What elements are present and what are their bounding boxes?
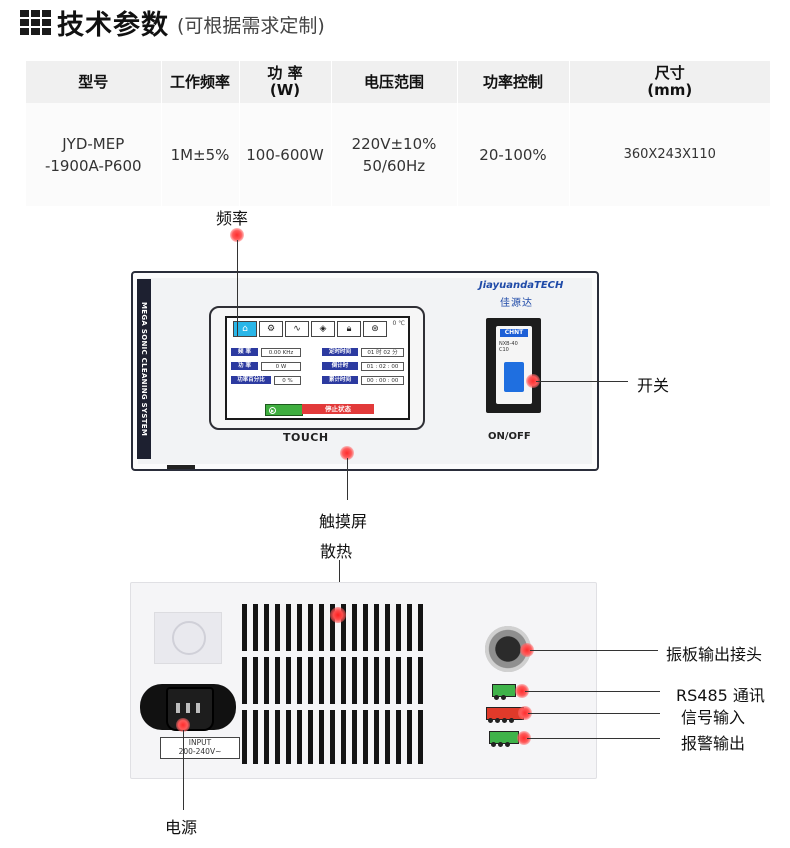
touch-screen-bezel: ⌂ ⚙ ∿ ◈ 🔒︎ ⊛ 0 ℃ 频 率 0.00 KHz 定时时间 01 时 … bbox=[209, 306, 425, 430]
front-foot bbox=[167, 465, 195, 469]
callout-touch-screen: 触摸屏 bbox=[319, 512, 368, 531]
onoff-label: ON/OFF bbox=[488, 431, 531, 442]
touch-label: TOUCH bbox=[283, 431, 329, 444]
vent-divider bbox=[242, 704, 429, 710]
front-panel: MEGA SONIC CLEANING SYSTEM ⌂ ⚙ ∿ ◈ 🔒︎ ⊛ … bbox=[131, 271, 599, 471]
screen-value[interactable]: 01 时 02 分 bbox=[361, 348, 404, 357]
power-switch-toggle[interactable] bbox=[504, 362, 524, 392]
callout-transducer-line bbox=[530, 650, 658, 651]
screen-icon-bar: ⌂ ⚙ ∿ ◈ 🔒︎ ⊛ bbox=[233, 321, 389, 337]
callout-alarm-marker bbox=[517, 731, 531, 745]
stop-status-button[interactable]: 停止状态 bbox=[302, 404, 374, 414]
screen-label: 功率百分比 bbox=[231, 376, 271, 384]
front-side-strip: MEGA SONIC CLEANING SYSTEM bbox=[137, 279, 151, 459]
callout-rs485-line bbox=[525, 691, 660, 692]
circuit-breaker: CHNT NXB-40 C10 bbox=[496, 326, 532, 404]
callout-signal-input: 信号输入 bbox=[681, 708, 746, 727]
play-icon: ▶ bbox=[269, 407, 276, 414]
screen-value: 0.00 KHz bbox=[261, 348, 301, 357]
cell-power-control: 20-100% bbox=[457, 103, 570, 206]
vent-divider bbox=[242, 651, 429, 657]
screen-row-power: 功 率 0 W 倒计时 01 : 02 : 00 bbox=[227, 362, 408, 371]
screen-row-frequency: 频 率 0.00 KHz 定时时间 01 时 02 分 bbox=[227, 348, 408, 357]
callout-frequency-marker bbox=[230, 228, 244, 242]
screen-label: 定时时间 bbox=[322, 348, 358, 356]
callout-rs485-marker bbox=[515, 684, 529, 698]
rear-panel: INPUT 200-240V~ bbox=[130, 582, 597, 779]
header-model: 型号 bbox=[26, 61, 162, 103]
temperature-unit: 0 ℃ bbox=[392, 320, 405, 327]
grid-icon bbox=[20, 9, 51, 35]
callout-switch-marker bbox=[526, 374, 540, 388]
section-subtitle: (可根据需求定制) bbox=[177, 14, 325, 37]
gear-icon[interactable]: ⚙ bbox=[259, 321, 283, 337]
power-inlet-label: INPUT 200-240V~ bbox=[160, 737, 240, 759]
breaker-brand: CHNT bbox=[500, 329, 528, 337]
callout-switch-line bbox=[536, 381, 628, 382]
callout-power-supply: 电源 bbox=[165, 818, 198, 837]
power-switch-frame: CHNT NXB-40 C10 bbox=[486, 318, 541, 413]
side-brand-text: MEGA SONIC CLEANING SYSTEM bbox=[140, 301, 148, 437]
settings-icon[interactable]: ⊛ bbox=[363, 321, 387, 337]
header-power: 功 率 (W) bbox=[239, 61, 332, 103]
brand-logo: JiayuandaTECH bbox=[479, 280, 564, 291]
section-header: 技术参数 (可根据需求定制) bbox=[20, 4, 325, 41]
screen-value[interactable]: 0 % bbox=[274, 376, 301, 385]
section-title: 技术参数 bbox=[57, 9, 169, 41]
cell-frequency: 1M±5% bbox=[161, 103, 240, 206]
touch-screen[interactable]: ⌂ ⚙ ∿ ◈ 🔒︎ ⊛ 0 ℃ 频 率 0.00 KHz 定时时间 01 时 … bbox=[225, 316, 410, 420]
callout-heat-marker bbox=[330, 607, 346, 623]
screen-label: 倒计时 bbox=[322, 362, 358, 370]
screen-row-percentage: 功率百分比 0 % 累计时间 00 : 00 : 00 bbox=[227, 376, 408, 385]
lock-icon[interactable]: 🔒︎ bbox=[337, 321, 361, 337]
header-frequency: 工作频率 bbox=[161, 61, 240, 103]
waveform-icon[interactable]: ∿ bbox=[285, 321, 309, 337]
callout-transducer-marker bbox=[520, 643, 534, 657]
header-power-control: 功率控制 bbox=[457, 61, 570, 103]
screen-value: 00 : 00 : 00 bbox=[361, 376, 404, 385]
callout-heat-dissipation: 散热 bbox=[320, 542, 353, 561]
brand-name-cn: 佳源达 bbox=[500, 298, 533, 309]
rs485-terminal[interactable] bbox=[492, 684, 516, 700]
callout-touch-screen-line bbox=[347, 458, 348, 500]
screen-value: 01 : 02 : 00 bbox=[361, 362, 404, 371]
callout-power-line bbox=[183, 730, 184, 810]
screen-label: 累计时间 bbox=[322, 376, 358, 384]
breaker-model: NXB-40 C10 bbox=[499, 341, 518, 353]
callout-transducer-output: 振板输出接头 bbox=[666, 645, 763, 664]
callout-alarm-output: 报警输出 bbox=[681, 734, 746, 753]
cell-power: 100-600W bbox=[239, 103, 332, 206]
callout-touch-screen-marker bbox=[340, 446, 354, 460]
start-button[interactable]: ▶ bbox=[265, 404, 303, 416]
home-icon[interactable]: ⌂ bbox=[233, 321, 257, 337]
callout-switch: 开关 bbox=[637, 376, 670, 395]
callout-alarm-line bbox=[527, 738, 660, 739]
callout-power-marker bbox=[176, 718, 190, 732]
screen-label: 频 率 bbox=[231, 348, 258, 356]
header-voltage: 电压范围 bbox=[331, 61, 458, 103]
header-dimensions: 尺寸 (mm) bbox=[569, 61, 770, 103]
callout-rs485: RS485 通讯 bbox=[676, 686, 765, 705]
callout-signal-marker bbox=[518, 706, 532, 720]
cooling-vent bbox=[242, 604, 429, 764]
screen-value: 0 W bbox=[261, 362, 301, 371]
vent-slots bbox=[242, 604, 429, 764]
callout-frequency: 频率 bbox=[216, 209, 249, 228]
signal-input-terminal[interactable] bbox=[486, 707, 524, 723]
power-inlet-socket[interactable] bbox=[166, 687, 214, 731]
cell-model: JYD-MEP -1900A-P600 bbox=[26, 103, 162, 206]
spec-data-row: JYD-MEP -1900A-P600 1M±5% 100-600W 220V±… bbox=[26, 103, 770, 206]
alarm-output-terminal[interactable] bbox=[489, 731, 519, 747]
cell-dimensions: 360X243X110 bbox=[569, 103, 770, 206]
spec-table: 型号 工作频率 功 率 (W) 电压范围 功率控制 尺寸 (mm) JYD-ME… bbox=[26, 61, 770, 206]
screen-label: 功 率 bbox=[231, 362, 258, 370]
callout-signal-line bbox=[528, 713, 660, 714]
spec-header-row: 型号 工作频率 功 率 (W) 电压范围 功率控制 尺寸 (mm) bbox=[26, 61, 770, 103]
shield-icon[interactable]: ◈ bbox=[311, 321, 335, 337]
rear-label-plate bbox=[154, 612, 222, 664]
cell-voltage: 220V±10% 50/60Hz bbox=[331, 103, 458, 206]
callout-frequency-line bbox=[237, 240, 238, 336]
